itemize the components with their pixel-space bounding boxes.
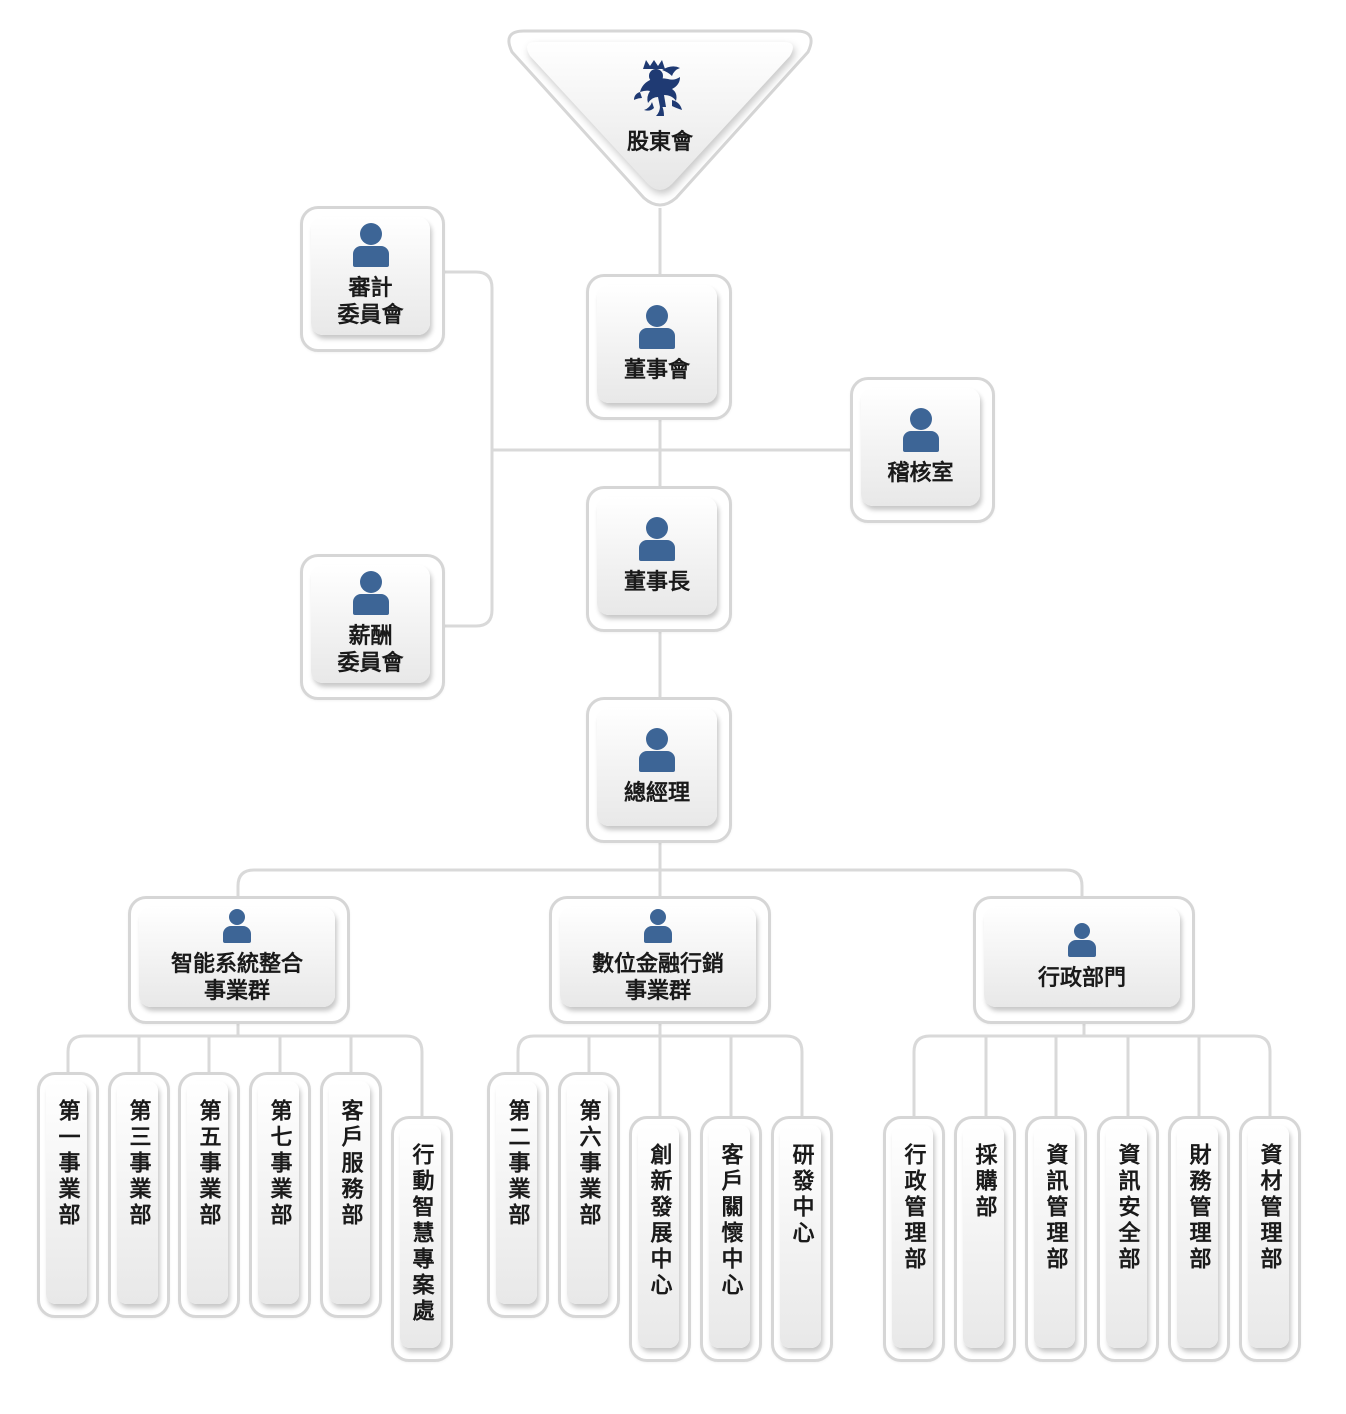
unit-node: 第二事業部	[487, 1072, 549, 1318]
chairman-label: 董事長	[623, 569, 690, 595]
unit-node: 資材管理部	[1239, 1116, 1301, 1362]
board-of-directors-node: 董事會	[586, 274, 732, 420]
unit-node: 創新發展中心	[629, 1116, 691, 1362]
unit-label: 行動智慧專案處	[408, 1143, 434, 1325]
unit-node: 行政管理部	[883, 1116, 945, 1362]
internal-audit-node: 稽核室	[850, 377, 995, 523]
unit-label: 第七事業部	[266, 1099, 292, 1229]
group-label: 行政部門	[1037, 965, 1126, 991]
person-icon	[902, 407, 939, 452]
audit-committee-node: 審計 委員會	[300, 206, 445, 352]
chairman-node: 董事長	[586, 486, 732, 632]
unit-label: 資訊管理部	[1042, 1143, 1068, 1273]
group-node: 行政部門	[973, 896, 1195, 1024]
board-label: 董事會	[623, 357, 690, 383]
unit-node: 行動智慧專案處	[391, 1116, 453, 1362]
unit-node: 採購部	[954, 1116, 1016, 1362]
unit-label: 採購部	[971, 1143, 997, 1221]
group-label: 智能系統整合 事業群	[170, 952, 303, 1004]
unit-label: 客戶關懷中心	[717, 1143, 743, 1299]
unit-label: 第三事業部	[125, 1099, 151, 1229]
remuneration-committee-label: 薪酬 委員會	[337, 624, 404, 676]
unit-label: 第五事業部	[195, 1099, 221, 1229]
remuneration-committee-node: 薪酬 委員會	[300, 554, 445, 700]
person-icon	[1068, 922, 1096, 957]
person-icon	[639, 727, 675, 772]
unit-label: 資訊安全部	[1114, 1143, 1140, 1273]
unit-label: 行政管理部	[900, 1143, 926, 1273]
unit-label: 第二事業部	[504, 1099, 530, 1229]
shareholders-label: 股東會	[626, 130, 693, 155]
unit-node: 財務管理部	[1168, 1116, 1230, 1362]
group-node: 智能系統整合 事業群	[128, 896, 350, 1024]
unit-label: 創新發展中心	[646, 1143, 672, 1299]
person-icon	[644, 909, 672, 943]
person-icon	[352, 571, 389, 615]
unit-node: 研發中心	[771, 1116, 833, 1362]
group-label: 數位金融行銷 事業群	[591, 952, 724, 1004]
group-node: 數位金融行銷 事業群	[549, 896, 771, 1024]
audit-committee-label: 審計 委員會	[337, 276, 404, 328]
unit-node: 第三事業部	[108, 1072, 170, 1318]
unit-node: 資訊安全部	[1097, 1116, 1159, 1362]
unit-node: 第五事業部	[178, 1072, 240, 1318]
shareholders-node: 股東會	[498, 28, 822, 214]
unit-node: 客戶服務部	[320, 1072, 382, 1318]
unit-node: 第六事業部	[558, 1072, 620, 1318]
unit-node: 第七事業部	[249, 1072, 311, 1318]
unit-label: 第六事業部	[575, 1099, 601, 1229]
person-icon	[223, 909, 251, 943]
person-icon	[352, 223, 389, 267]
unit-label: 資材管理部	[1256, 1143, 1282, 1273]
president-label: 總經理	[623, 780, 690, 806]
president-node: 總經理	[586, 697, 732, 843]
unit-label: 第一事業部	[54, 1099, 80, 1229]
unit-label: 財務管理部	[1185, 1143, 1211, 1273]
person-icon	[639, 516, 675, 561]
unit-node: 第一事業部	[37, 1072, 99, 1318]
person-icon	[639, 304, 675, 349]
unit-node: 客戶關懷中心	[700, 1116, 762, 1362]
internal-audit-label: 稽核室	[887, 460, 954, 486]
unit-label: 研發中心	[788, 1143, 814, 1247]
lion-crest-icon	[634, 60, 682, 116]
unit-label: 客戶服務部	[337, 1099, 363, 1229]
unit-node: 資訊管理部	[1025, 1116, 1087, 1362]
